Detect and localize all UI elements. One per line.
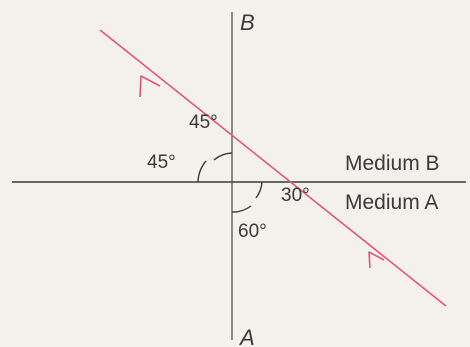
angle-arc-lower-surface [255,181,263,199]
angle-arc-upper-surface [197,160,207,183]
angle-label-lower-normal: 60° [238,221,267,242]
ray-arrow-upper [139,75,161,98]
angle-arc-upper-normal [213,152,233,161]
medium-upper-label: Medium B [345,152,440,175]
angle-label-lower-surface: 30° [281,185,310,206]
normal-label-top: B [240,10,255,35]
ray-arrow-lower [368,251,385,269]
angle-arc-lower-normal [231,205,252,213]
normal-label-bottom: A [238,325,255,347]
light-ray [99,29,447,307]
angle-label-upper-normal: 45° [189,112,218,133]
angle-label-upper-surface: 45° [147,152,176,173]
medium-lower-label: Medium A [345,191,438,214]
